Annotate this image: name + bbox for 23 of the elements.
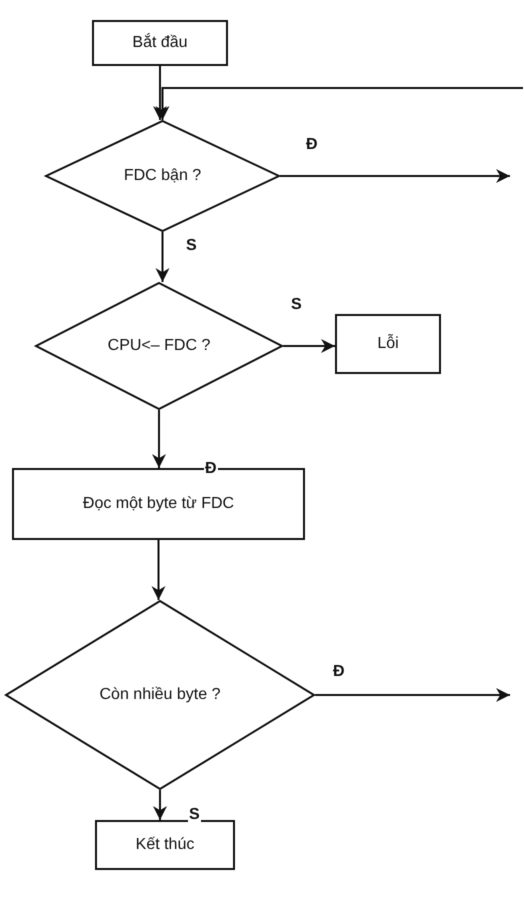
arrow	[152, 540, 166, 600]
decision-diamond	[45, 120, 280, 232]
node-label: CPU<– FDC ?	[108, 337, 210, 355]
arrow	[315, 688, 510, 702]
process-box	[335, 314, 441, 374]
arrow	[152, 410, 166, 468]
node-label: Còn nhiều byte ?	[100, 686, 220, 704]
process-box	[92, 20, 228, 66]
node-label: Đọc một byte từ FDC	[82, 495, 234, 513]
decision-diamond	[5, 600, 315, 790]
arrow	[153, 790, 167, 820]
node-label: Lỗi	[377, 335, 399, 353]
edge-label: S	[188, 806, 201, 824]
node-label: Bắt đầu	[132, 34, 188, 52]
arrow	[156, 232, 170, 282]
arrow	[156, 87, 523, 120]
node-label: Kết thúc	[136, 836, 194, 854]
arrow	[280, 169, 510, 183]
decision-diamond	[35, 282, 283, 410]
arrow	[153, 66, 167, 120]
process-box	[95, 820, 235, 870]
node-label: FDC bận ?	[124, 167, 202, 185]
arrow	[283, 339, 335, 353]
